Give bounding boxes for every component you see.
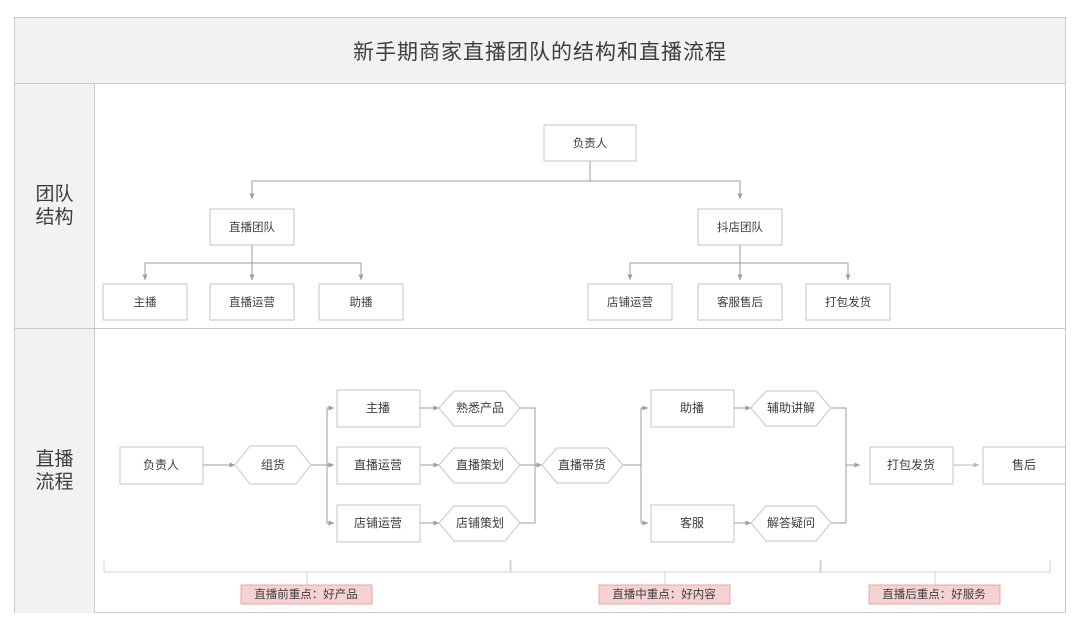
- flow-node-live-task-1-hex[interactable]: [750, 505, 832, 542]
- flow-node-start-label: 负责人: [143, 458, 179, 472]
- connector-live-team-to-child-0: [142, 245, 253, 281]
- connector-stage1-to-role-2: [311, 464, 335, 526]
- team-node-branch-1-box[interactable]: [697, 208, 783, 246]
- flow-node-task-0-hex[interactable]: [438, 390, 521, 427]
- diagram-title-band: 新手期商家直播团队的结构和直播流程: [15, 18, 1065, 84]
- connector-stage1-to-role-0: [311, 405, 335, 466]
- flow-node-live-task-0-hex[interactable]: [750, 390, 832, 427]
- flow-node-stage2-label: 直播带货: [558, 457, 606, 472]
- flow-node-role-2-box[interactable]: [336, 504, 421, 543]
- diagram-frame: 新手期商家直播团队的结构和直播流程 团队结构: [14, 17, 1066, 613]
- connector-task-2-to-stage2: [520, 465, 536, 524]
- phase-tag-2-box[interactable]: [868, 584, 1001, 605]
- team-node-root-label: 负责人: [573, 136, 608, 150]
- connector-stage2-to-live-role-1: [623, 464, 649, 526]
- phase-bracket-2: [820, 560, 1051, 573]
- flow-node-live-role-0-box[interactable]: [650, 389, 735, 428]
- phase-tag-0-box[interactable]: [240, 584, 373, 605]
- team-node-branch-0-child-1-label: 直播运营: [229, 295, 275, 309]
- phase-bracket-0: [103, 560, 511, 573]
- connector-root-to-shop-team: [589, 161, 743, 200]
- connector-live-task-0-to-stage3: [831, 407, 861, 468]
- connector-live-team-to-child-2: [251, 245, 364, 281]
- connector-stage2-to-live-role-0: [623, 405, 649, 466]
- page-title: 新手期商家直播团队的结构和直播流程: [353, 40, 727, 64]
- team-structure-canvas: 负责人 直播团队 抖店团队 主播 直播运营 助播 店铺运营 客服售后: [95, 84, 1065, 329]
- flow-node-live-role-1-box[interactable]: [650, 504, 735, 543]
- live-flow-svg: 负责人 组货 主播 直播运营 店铺运营 熟悉产品 直播策划 店铺策划: [103, 389, 1065, 605]
- team-node-branch-1-child-0-label: 店铺运营: [607, 295, 653, 309]
- section-label-live-flow: 直播流程: [15, 329, 95, 613]
- connector-shop-team-to-child-0: [627, 245, 741, 281]
- flow-node-stage1-hex[interactable]: [234, 445, 312, 485]
- flow-node-task-0-label: 熟悉产品: [456, 400, 504, 415]
- flow-label-line2: 流程: [35, 472, 74, 493]
- flow-node-role-1-label: 直播运营: [354, 458, 402, 472]
- flow-node-role-0-box[interactable]: [336, 389, 421, 428]
- flow-node-task-1-label: 直播策划: [456, 458, 504, 472]
- flow-label-line1: 直播: [35, 448, 74, 470]
- live-flow-canvas: 负责人 组货 主播 直播运营 店铺运营 熟悉产品 直播策划 店铺策划: [95, 329, 1065, 613]
- phase-bracket-1: [510, 560, 821, 573]
- team-node-root-box[interactable]: [543, 124, 637, 162]
- phase-tag-1-box[interactable]: [598, 584, 731, 605]
- flow-node-stage4-label: 售后: [1012, 457, 1036, 472]
- section-label-team-structure-text: 团队结构: [33, 183, 77, 229]
- flow-node-live-role-0-label: 助播: [680, 401, 704, 415]
- phase-tag-0-label: 直播前重点：好产品: [254, 587, 358, 601]
- flow-node-live-task-0-label: 辅助讲解: [767, 400, 815, 415]
- flow-node-stage1-label: 组货: [261, 457, 285, 472]
- team-node-branch-0-child-1-box[interactable]: [209, 283, 295, 321]
- phase-tag-2-label: 直播后重点：好服务: [882, 587, 986, 601]
- flow-node-stage2-hex[interactable]: [541, 447, 624, 484]
- team-node-branch-0-child-2-box[interactable]: [318, 283, 404, 321]
- team-node-branch-1-child-2-box[interactable]: [805, 283, 891, 321]
- flow-node-task-2-hex[interactable]: [438, 505, 521, 542]
- flow-node-task-2-label: 店铺策划: [456, 516, 504, 530]
- section-label-team-structure: 团队结构: [15, 84, 95, 329]
- team-node-branch-1-child-1-box[interactable]: [697, 283, 783, 321]
- team-node-branch-0-child-0-label: 主播: [134, 295, 157, 309]
- flow-node-stage3-label: 打包发货: [887, 457, 935, 472]
- flow-node-stage3-box[interactable]: [869, 446, 954, 485]
- team-node-branch-0-child-2-label: 助播: [350, 295, 373, 309]
- flow-node-live-role-1-label: 客服: [680, 515, 704, 530]
- flow-node-role-1-box[interactable]: [336, 446, 421, 485]
- team-label-line2: 结构: [35, 207, 74, 228]
- flow-node-role-2-label: 店铺运营: [354, 516, 402, 530]
- team-node-branch-1-child-0-box[interactable]: [587, 283, 673, 321]
- flow-node-live-task-1-label: 解答疑问: [767, 515, 815, 530]
- team-label-line1: 团队: [35, 183, 74, 205]
- phase-tag-1-label: 直播中重点：好内容: [612, 587, 716, 601]
- connector-root-to-live-team: [249, 161, 591, 200]
- team-node-branch-1-child-2-label: 打包发货: [825, 295, 871, 309]
- team-node-branch-0-box[interactable]: [209, 208, 295, 246]
- connector-shop-team-to-child-2: [739, 245, 851, 281]
- team-node-branch-0-child-0-box[interactable]: [102, 283, 188, 321]
- connector-task-0-to-stage2: [520, 407, 542, 466]
- team-node-branch-0-label: 直播团队: [229, 220, 275, 234]
- team-node-branch-1-label: 抖店团队: [717, 220, 763, 234]
- flow-node-role-0-label: 主播: [366, 401, 390, 415]
- team-structure-svg: 负责人 直播团队 抖店团队 主播 直播运营 助播 店铺运营 客服售后: [102, 124, 891, 321]
- section-label-live-flow-text: 直播流程: [33, 448, 77, 494]
- flow-node-stage4-box[interactable]: [982, 446, 1065, 485]
- connector-live-task-1-to-stage3: [831, 465, 847, 524]
- team-node-branch-1-child-1-label: 客服售后: [717, 295, 763, 309]
- flow-node-start-box[interactable]: [119, 446, 204, 485]
- flow-node-task-1-hex[interactable]: [438, 447, 521, 484]
